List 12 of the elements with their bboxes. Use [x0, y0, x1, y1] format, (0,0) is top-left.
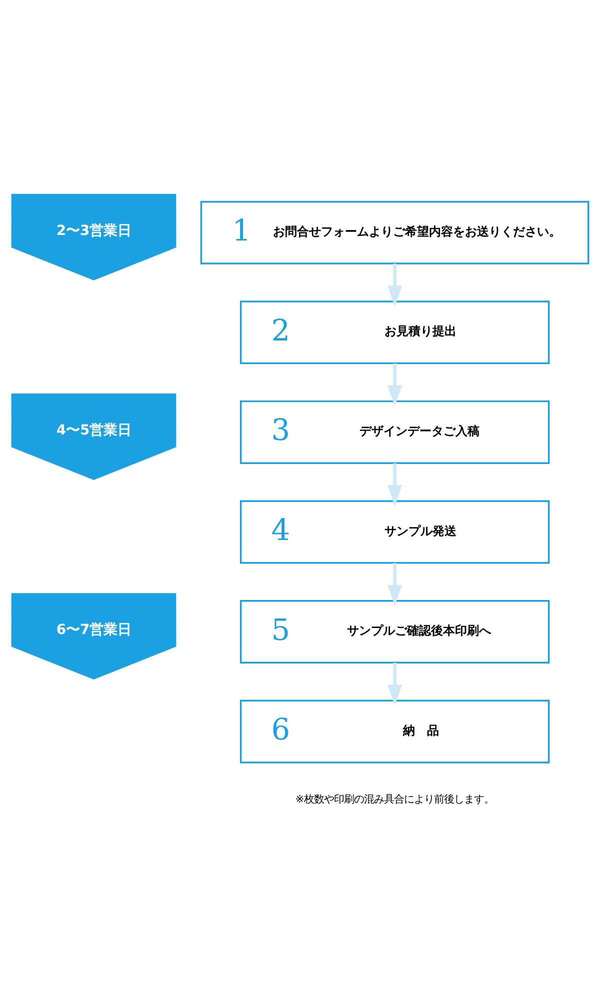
node-box: 3 デザインデータご入稿 — [240, 400, 550, 464]
node-box: 6 納 品 — [240, 699, 550, 763]
node-box: 5 サンプルご確認後本印刷へ — [240, 600, 550, 664]
node-box: 2 お見積り提出 — [240, 300, 550, 364]
arrow — [387, 363, 402, 406]
node-box: 4 サンプル発送 — [240, 500, 550, 564]
arrow — [387, 263, 402, 306]
label: ※枚数や印刷の混み具合により前後します。 — [295, 793, 494, 806]
arrow — [387, 562, 402, 606]
node-box: 1 お問合せフォームよりご希望内容をお送りください。 — [200, 200, 590, 264]
arrow — [387, 662, 402, 706]
arrow — [387, 462, 402, 506]
